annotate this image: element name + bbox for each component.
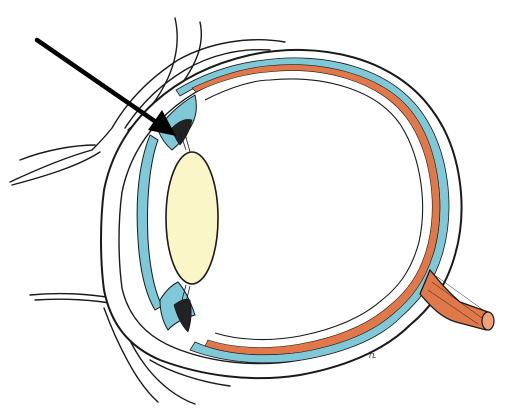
retina-inner-boundary [204,78,424,341]
ciliary-body-lower [173,298,192,333]
artist-signature: TL [368,352,376,360]
lens [165,151,219,285]
zonule-fibers [179,129,191,303]
optic-nerve-end [481,311,495,331]
ciliary-body-upper [171,119,193,146]
sclera [100,48,463,380]
arrow-icon [34,37,176,136]
retina-layer [191,64,441,355]
optic-nerve-striations [427,275,487,325]
